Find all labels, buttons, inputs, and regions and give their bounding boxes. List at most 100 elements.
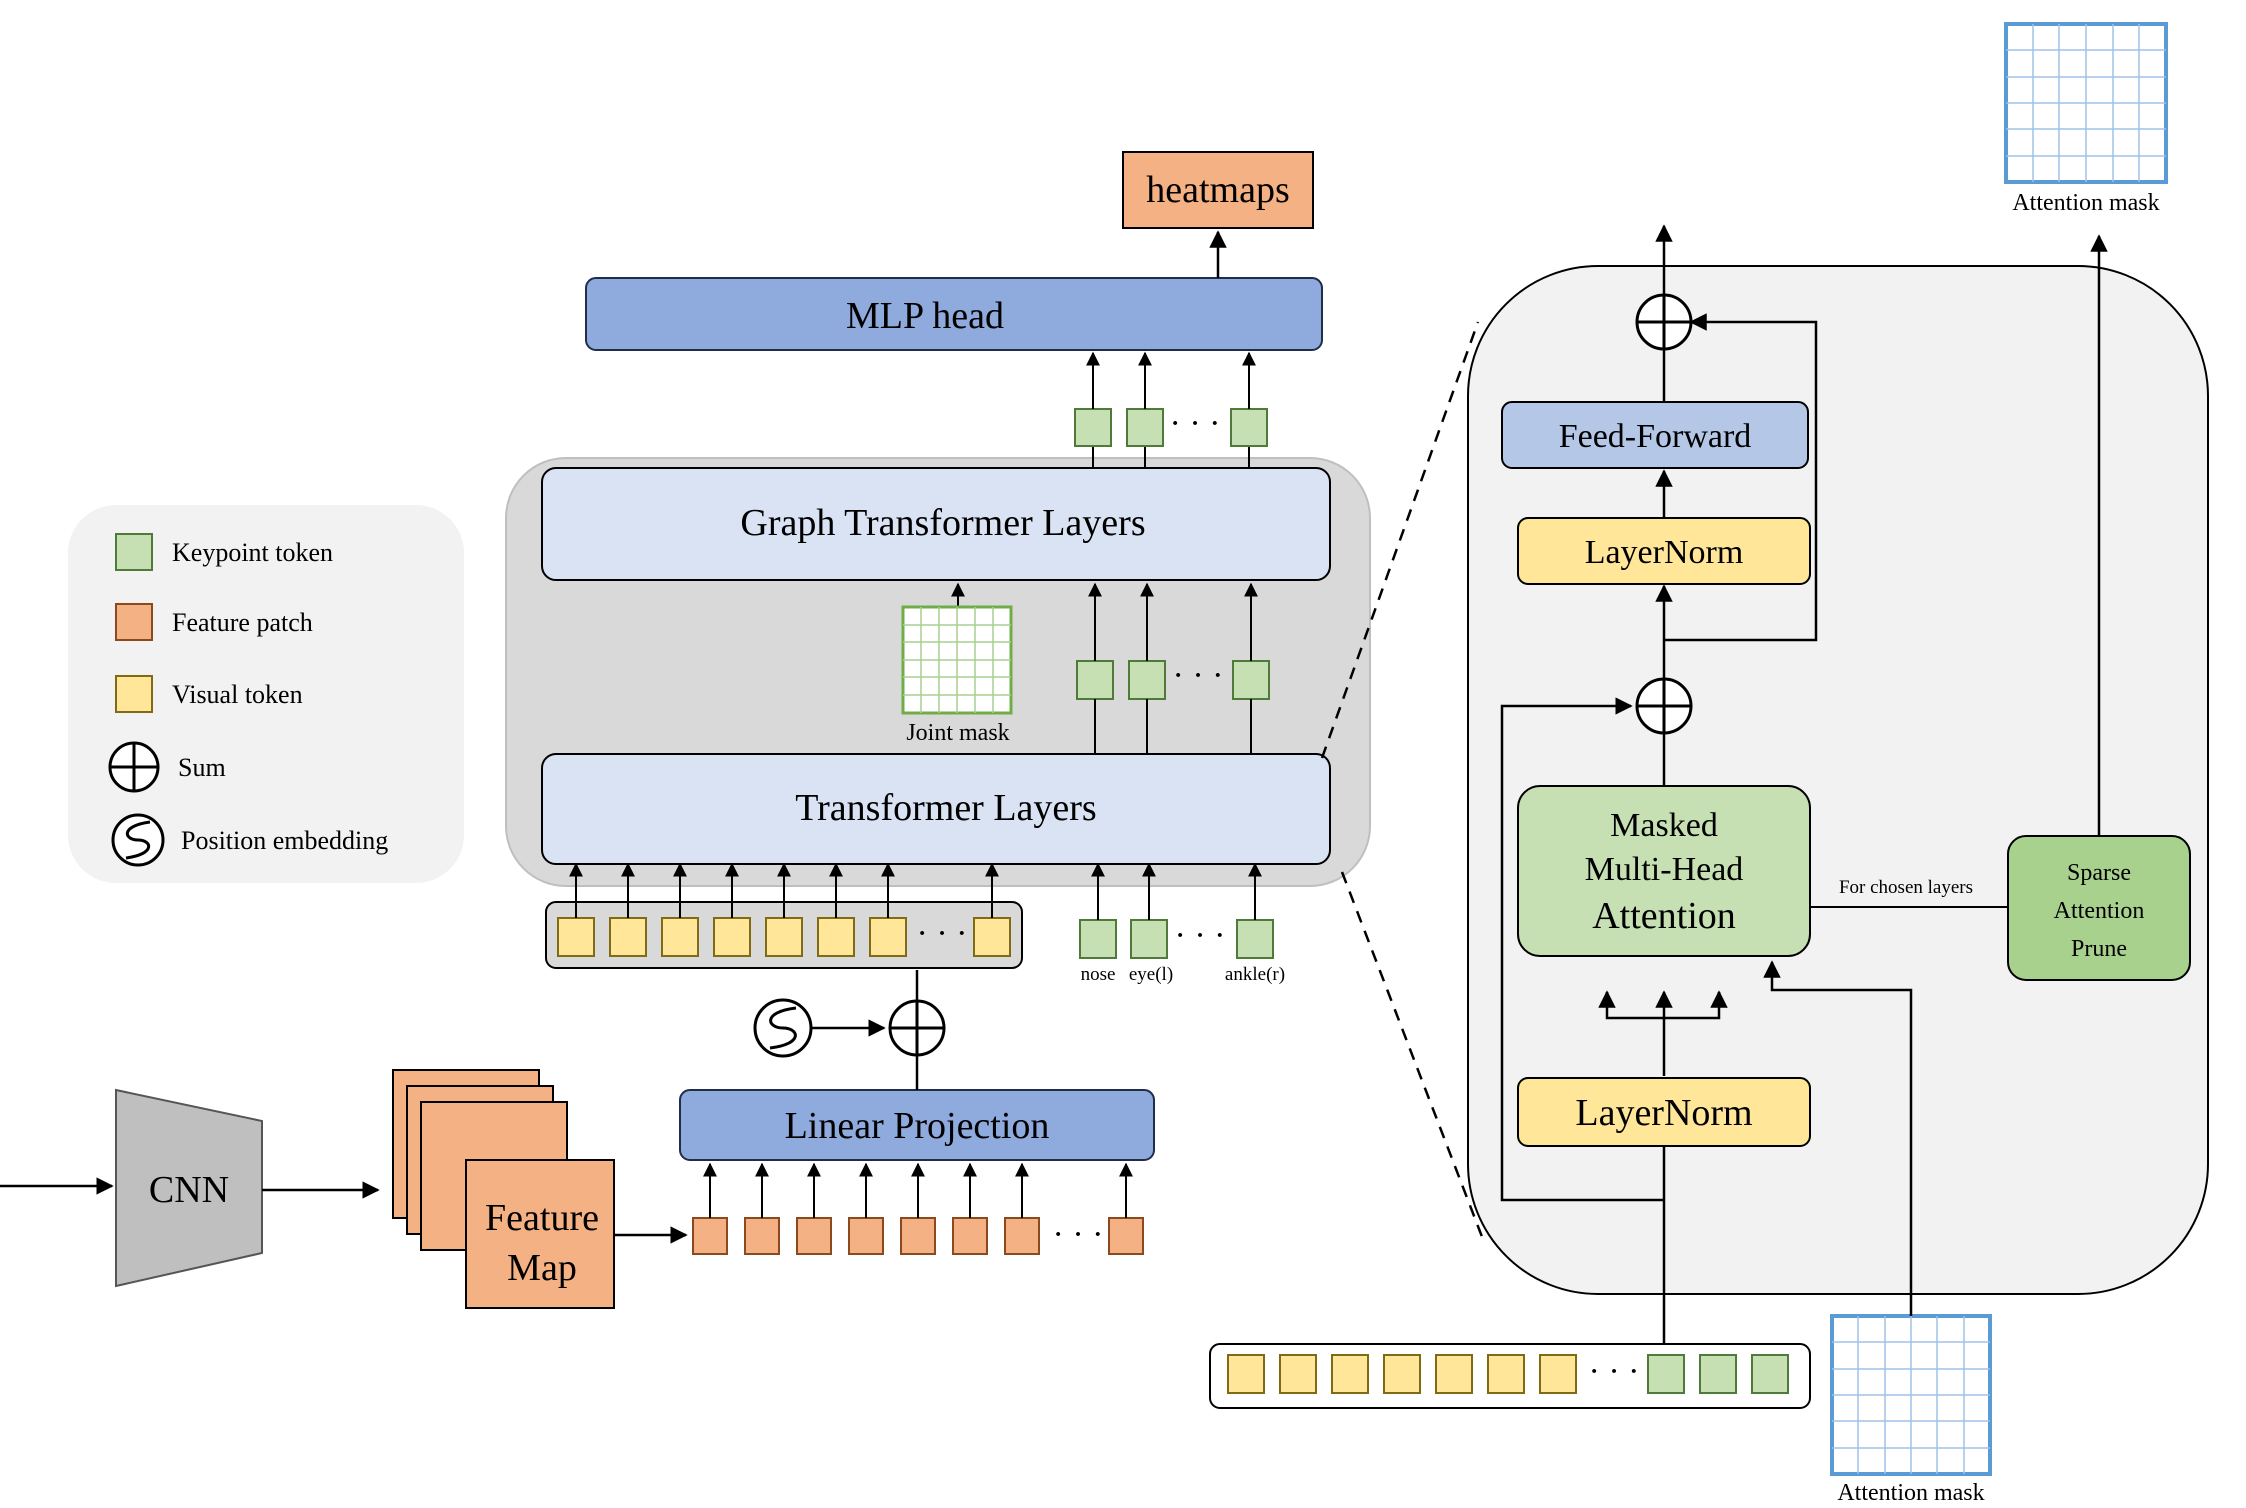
keypoint-label-eye-l: eye(l) [1129,964,1173,985]
legend-feature-label: Feature patch [172,608,313,637]
graph-transformer-layers-block [541,467,1331,581]
keypoint-token-top-row: · · · [1074,405,1268,447]
keypoint-token [1126,408,1164,447]
visual-token [1539,1354,1577,1394]
attention-mask-top-label: Attention mask [2012,190,2159,216]
for-chosen-layers-label: For chosen layers [1839,877,1973,898]
visual-token [1331,1354,1369,1394]
visual-token [765,917,803,957]
feature-patch [744,1217,780,1255]
feature-map-stack: Feature Map [392,1069,615,1309]
position-embedding-icon [753,998,813,1058]
legend-keypoint-label: Keypoint token [172,538,333,567]
keypoint-token [1076,660,1114,700]
masked-mhsa-label-line2: Multi-Head [1585,851,1744,888]
visual-token [1487,1354,1525,1394]
visual-token [609,917,647,957]
residual-sum-1-icon [1635,677,1693,735]
legend-position-embedding-label: Position embedding [181,826,388,855]
residual-connection-1 [1500,697,1664,1202]
keypoint-token-input-row: · · · nose eye(l) ankle(r) [1079,917,1285,985]
keypoint-token-ellipsis: · · · [1175,917,1226,954]
feature-patch [900,1217,936,1255]
legend-sum-icon [108,741,160,793]
keypoint-token [1699,1354,1737,1394]
feature-map-label-line2: Map [507,1247,577,1289]
feature-patch [1004,1217,1040,1255]
visual-token [973,917,1011,957]
visual-token [1383,1354,1421,1394]
visual-token-row: · · · [557,915,1011,957]
feature-map-label-line1: Feature [485,1197,599,1239]
token-sequence-row: · · · [1227,1353,1789,1394]
feature-patch-ellipsis: · · · [1053,1216,1104,1253]
keypoint-token [1232,660,1270,700]
cnn-block [115,1088,263,1288]
keypoint-token [1751,1354,1789,1394]
keypoint-token [1128,660,1166,700]
legend-visual-swatch [115,675,153,713]
embedding-sum-icon [888,999,946,1057]
residual-connection-2 [1664,313,1818,642]
joint-mask-grid [901,605,1013,715]
keypoint-token [1079,919,1117,959]
residual-sum-2-icon [1635,293,1693,351]
sparse-label-line1: Sparse [2067,860,2131,886]
keypoint-token [1130,919,1168,959]
patch-to-projection-arrows [703,1162,1133,1218]
attention-mask-bottom-grid [1830,1314,1992,1476]
legend-position-embedding-icon [111,813,165,867]
mask-to-mhsa-path [1763,960,1913,1316]
heatmaps-block [1122,151,1314,229]
legend-sum-label: Sum [178,753,226,782]
token-sequence-ellipsis: · · · [1589,1353,1640,1390]
keypoint-token [1647,1354,1685,1394]
legend-keypoint-swatch [115,533,153,571]
masked-mhsa-label-line1: Masked [1610,807,1718,844]
keypoint-token [1236,919,1274,959]
feature-patch [952,1217,988,1255]
feature-patch [848,1217,884,1255]
feature-map-front [465,1159,615,1309]
layernorm-bottom-label: LayerNorm [1575,1092,1752,1134]
sparse-label-line3: Prune [2071,936,2127,962]
mlp-head-label: MLP head [846,295,1004,337]
attention-mask-top-grid [2004,22,2168,184]
keypoint-token [1074,408,1112,447]
feed-forward-block [1501,401,1809,469]
attention-mask-bottom-label: Attention mask [1837,1480,1984,1506]
feature-patch [1108,1217,1144,1255]
feature-patch [692,1217,728,1255]
keypoint-token-ellipsis: · · · [1170,405,1221,442]
zoom-line-bottom [1340,871,1486,1243]
tokens-to-transformer-arrows [569,862,1262,920]
keypoint-token-ellipsis: · · · [1173,657,1224,694]
keypoint-to-graph-arrows [951,582,1258,661]
keypoint-token-mid-row: · · · [1076,657,1270,700]
graph-to-keypoint-lines [1092,446,1250,468]
sparse-label-line2: Attention [2054,898,2145,924]
visual-token [869,917,907,957]
visual-token-ellipsis: · · · [917,915,968,952]
keypoint-token [1230,408,1268,447]
graph-transformer-layers-label: Graph Transformer Layers [740,502,1145,544]
zoom-line-top [1320,321,1480,759]
transformer-layers-label: Transformer Layers [795,787,1096,829]
linear-projection-label: Linear Projection [785,1105,1050,1147]
heatmaps-label: heatmaps [1146,169,1290,211]
keypoint-label-nose: nose [1081,964,1116,985]
transformer-to-keypoint-lines [1094,699,1252,754]
masked-mhsa-label-line3: Attention [1592,895,1736,937]
joint-mask-label: Joint mask [906,720,1009,746]
feature-patch [796,1217,832,1255]
feature-patch-row: · · · [692,1216,1144,1255]
legend-feature-swatch [115,603,153,641]
visual-token [817,917,855,957]
visual-token [713,917,751,957]
cnn-label: CNN [149,1169,229,1211]
visual-token [1435,1354,1473,1394]
visual-token [1279,1354,1317,1394]
legend-visual-label: Visual token [172,680,303,709]
mlp-head-block [585,277,1323,351]
layernorm-top-label: LayerNorm [1585,534,1744,571]
